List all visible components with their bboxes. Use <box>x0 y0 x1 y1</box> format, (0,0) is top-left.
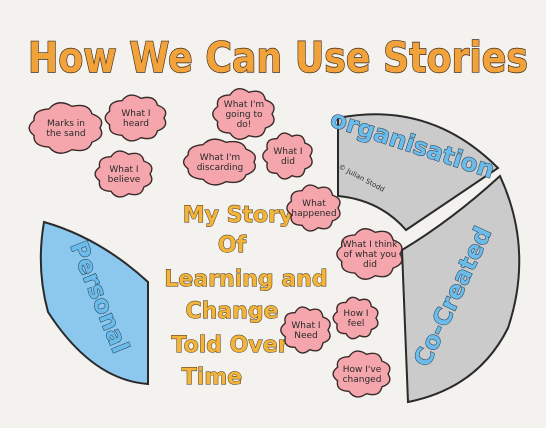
personal-segment: Personal <box>39 220 149 386</box>
co-created-segment-shape <box>400 174 521 404</box>
center-text: My Story Of Learning and Change Told Ove… <box>164 203 328 391</box>
co-created-segment: Co-Created <box>400 174 521 404</box>
cloud-text-line: do! <box>237 120 252 130</box>
cloud-text-line: discarding <box>197 163 244 173</box>
cloud-text-line: How I've <box>343 365 382 375</box>
cloud-text-line: What I <box>291 321 320 331</box>
center-line-2: Of <box>218 233 247 258</box>
organisation-segment-shape <box>337 113 500 232</box>
cloud-text-line: What <box>302 199 326 209</box>
center-line-5: Told Over <box>172 333 289 358</box>
cloud-shape <box>280 306 331 354</box>
cloud-shape <box>332 296 379 340</box>
cloud-shape <box>262 132 313 180</box>
cloud-shape <box>212 88 275 140</box>
diagram-title: How We Can Use Stories <box>28 33 528 82</box>
center-line-3: Learning and <box>164 267 327 292</box>
cloud-shape <box>332 350 391 398</box>
cloud-text-line: Marks in <box>47 119 85 129</box>
cloud-shape <box>286 184 341 232</box>
cloud-text-line: How I <box>343 309 368 319</box>
cloud-text-line: What I <box>109 165 138 175</box>
cloud-text-line: believe <box>108 175 141 185</box>
cloud-shape <box>104 94 167 142</box>
cloud-text-line: did <box>363 260 377 270</box>
cloud-shape <box>182 138 256 186</box>
cloud-text-line: going to <box>225 110 263 120</box>
cloud-text-line: What I <box>273 147 302 157</box>
cloud-text-line: What I'm <box>200 153 240 163</box>
cloud-shape <box>336 228 403 280</box>
cloud-text-line: changed <box>343 375 382 385</box>
cloud-text-line: happened <box>291 209 336 219</box>
cloud-text-line: What I think <box>343 240 398 250</box>
cloud-text-line: of what you <box>343 250 396 260</box>
center-line-6: Time <box>182 365 242 390</box>
cloud-shape <box>28 102 103 154</box>
center-line-4: Change <box>186 299 279 324</box>
center-line-1: My Story <box>183 203 294 228</box>
cloud-text-line: What I <box>121 109 150 119</box>
cloud-text-line: did <box>281 157 295 167</box>
cloud-text-line: What I'm <box>224 100 264 110</box>
cloud-text-line: the sand <box>46 129 85 139</box>
cloud-shape <box>94 150 153 198</box>
cloud-text-line: feel <box>348 319 365 329</box>
cloud-text-line: Need <box>294 331 318 341</box>
personal-segment-shape <box>39 220 149 386</box>
cloud-text-line: heard <box>123 119 149 129</box>
